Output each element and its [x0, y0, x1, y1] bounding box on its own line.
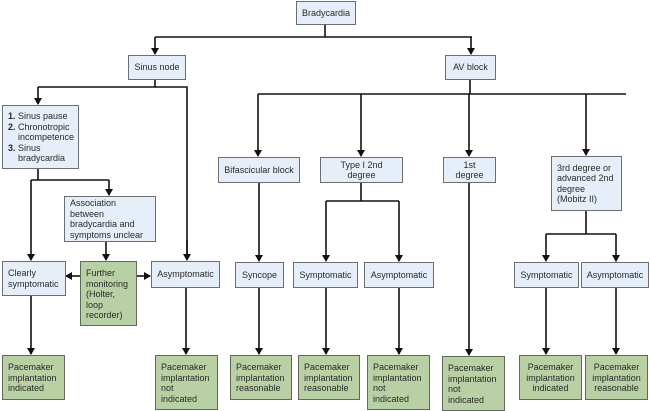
node-association-unclear: Association between bradycardia and symp…: [64, 196, 156, 242]
node-syncope: Syncope: [235, 262, 284, 288]
node-bifascicular-block: Bifascicular block: [218, 157, 300, 183]
node-label: AV block: [453, 62, 488, 73]
node-label: Symptomatic: [520, 269, 573, 280]
outcome-label: Pacemaker implantation not indicated: [373, 362, 422, 404]
node-label: Asymptomatic: [157, 269, 214, 280]
outcome-syncope: Pacemaker implantation reasonable: [230, 355, 292, 400]
list-text: Sinus bradycardia: [18, 142, 66, 164]
node-label: Syncope: [241, 269, 278, 280]
outcome-3rd-asymptomatic: Pacemaker implantation reasonable: [585, 355, 648, 400]
node-label: Bradycardia: [301, 7, 351, 18]
node-sinus-conditions-list: 1. Sinus pause 2. Chronotropic incompete…: [2, 105, 79, 169]
node-label: Clearly symptomatic: [8, 268, 59, 289]
list-number: 3.: [8, 142, 16, 153]
node-1st-degree: 1st degree: [443, 157, 496, 183]
node-sinus-node: Sinus node: [128, 55, 186, 80]
node-3rd-asymptomatic: Asymptomatic: [581, 262, 649, 288]
outcome-label: Pacemaker implantation not indicated: [448, 363, 497, 405]
outcome-label: Pacemaker implantation reasonable: [592, 362, 641, 393]
list-item: 1. Sinus pause: [8, 111, 73, 122]
outcome-3rd-symptomatic: Pacemaker implantation indicated: [519, 355, 582, 400]
node-type1-2nd-degree: Type I 2nd degree: [320, 157, 403, 183]
connector-third-split: [546, 210, 616, 235]
node-av-block: AV block: [445, 55, 496, 80]
node-3rd-symptomatic: Symptomatic: [514, 262, 579, 288]
outcome-1st-degree: Pacemaker implantation not indicated: [442, 356, 505, 411]
connector-sinus-split: [38, 79, 188, 260]
node-bradycardia: Bradycardia: [296, 1, 356, 25]
node-label: Asymptomatic: [586, 269, 644, 280]
list-text: Sinus pause: [18, 111, 68, 121]
list-text: Chronotropic incompetence: [18, 121, 75, 143]
list-number: 2.: [8, 121, 16, 132]
list-item: 2. Chronotropic incompetence: [8, 121, 75, 143]
node-sinus-asymptomatic: Asymptomatic: [151, 261, 220, 288]
list-number: 1.: [8, 111, 16, 121]
node-type1-asymptomatic: Asymptomatic: [364, 262, 434, 288]
node-label: Further monitoring (Holter, loop recorde…: [86, 268, 129, 320]
node-clearly-symptomatic: Clearly symptomatic: [2, 261, 66, 296]
node-label: Association between bradycardia and symp…: [70, 198, 144, 240]
outcome-label: Pacemaker implantation indicated: [8, 362, 57, 393]
node-further-monitoring: Further monitoring (Holter, loop recorde…: [80, 261, 137, 326]
outcome-label: Pacemaker implantation reasonable: [236, 362, 285, 393]
outcome-sinus-symptomatic: Pacemaker implantation indicated: [2, 355, 65, 400]
node-label: 1st degree: [455, 159, 484, 181]
node-label: Type I 2nd degree: [340, 159, 383, 181]
connector-av-split: [258, 79, 626, 95]
node-label: 3rd degree or advanced 2nd degree (Mobit…: [557, 162, 614, 205]
outcome-type1-asymptomatic: Pacemaker implantation not indicated: [367, 355, 430, 410]
node-3rd-degree: 3rd degree or advanced 2nd degree (Mobit…: [551, 156, 622, 211]
node-label: Sinus node: [134, 62, 180, 73]
connector-list-split: [31, 168, 109, 181]
outcome-label: Pacemaker implantation reasonable: [304, 362, 353, 393]
outcome-type1-symptomatic: Pacemaker implantation reasonable: [298, 355, 360, 400]
connector-type1-split: [326, 182, 399, 202]
node-label: Asymptomatic: [370, 269, 428, 280]
outcome-label: Pacemaker implantation not indicated: [161, 362, 210, 404]
outcome-label: Pacemaker implantation indicated: [526, 362, 575, 393]
outcome-sinus-asymptomatic: Pacemaker implantation not indicated: [155, 355, 218, 410]
node-label: Symptomatic: [299, 269, 352, 280]
node-type1-symptomatic: Symptomatic: [293, 262, 358, 288]
connector-root-split: [155, 24, 472, 38]
list-item: 3. Sinus bradycardia: [8, 143, 73, 164]
node-label: Bifascicular block: [224, 164, 294, 175]
